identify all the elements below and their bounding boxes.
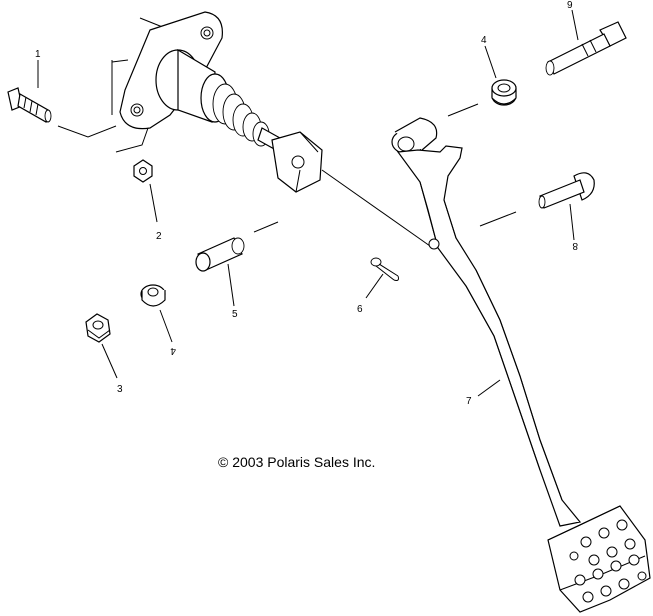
part-6-cotter-pin (370, 257, 399, 281)
copyright-notice: © 2003 Polaris Sales Inc. (218, 454, 375, 470)
part-4-bushing-upper (491, 79, 517, 106)
alignment-line-2 (115, 127, 149, 153)
leader-9 (571, 9, 579, 41)
leader-4-lower (159, 309, 173, 343)
leader-8 (569, 203, 575, 241)
callout-4-lower: 4 (170, 345, 176, 356)
callout-9: 9 (567, 0, 573, 11)
callout-3: 3 (117, 384, 123, 395)
alignment-line-8 (479, 211, 517, 227)
callout-7: 7 (466, 396, 472, 407)
part-1-bolt (7, 87, 52, 123)
leader-3 (101, 343, 118, 379)
part-3-lock-nut (85, 313, 111, 343)
callout-8: 8 (572, 240, 578, 251)
master-cylinder (111, 11, 323, 193)
callout-4-upper: 4 (481, 35, 487, 46)
pedal-pad-holes (569, 519, 647, 603)
alignment-line-clevis (321, 169, 431, 247)
part-5-sleeve (195, 237, 245, 272)
callout-5: 5 (232, 309, 238, 320)
part-2-nut (133, 159, 153, 183)
callout-2: 2 (156, 231, 162, 242)
part-8-clevis-pin (538, 172, 595, 209)
callout-1: 1 (35, 49, 41, 60)
leader-5 (227, 263, 235, 307)
alignment-line-4-upper (447, 103, 479, 117)
alignment-line-1 (57, 125, 117, 138)
leader-4-upper (484, 45, 497, 79)
part-4-bushing-lower (140, 284, 166, 307)
part-7-brake-pedal (391, 117, 651, 613)
part-9-bolt (545, 21, 627, 76)
callout-6: 6 (357, 304, 363, 315)
leader-2 (149, 183, 158, 223)
leader-7 (477, 379, 501, 397)
alignment-line-5 (253, 221, 279, 233)
leader-6 (365, 273, 384, 299)
